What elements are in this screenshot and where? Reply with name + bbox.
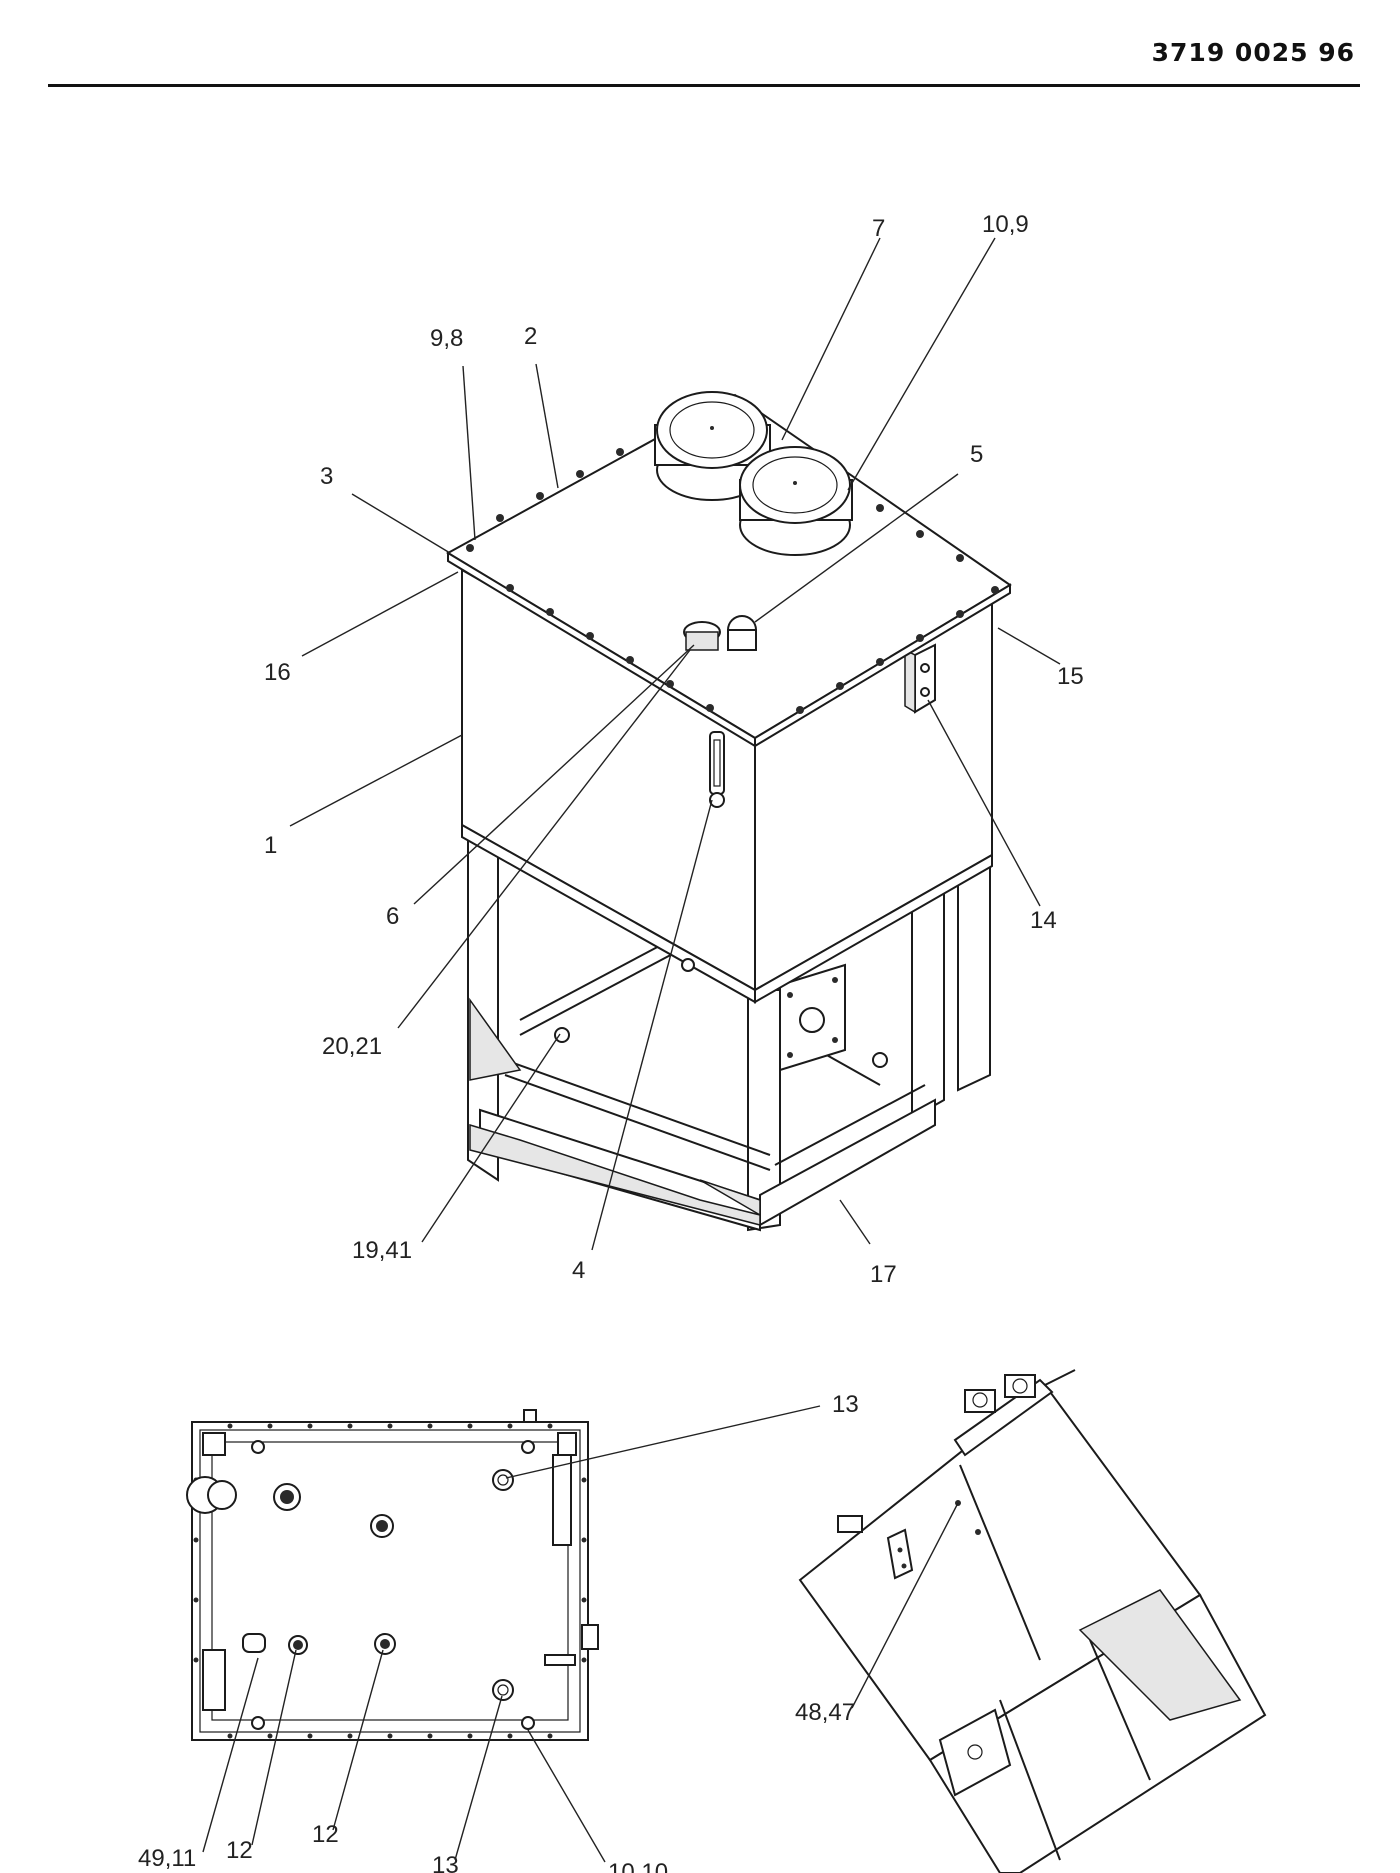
callout-10-10: 10,10 <box>608 1859 668 1873</box>
callout-17: 17 <box>870 1261 897 1288</box>
tilted-view-leaders <box>851 1502 959 1709</box>
callout-10-9: 10,9 <box>982 211 1029 238</box>
callout-12-left: 12 <box>226 1837 253 1864</box>
callout-13-bottom: 13 <box>432 1852 459 1873</box>
callout-12-right: 12 <box>312 1821 339 1848</box>
plan-view: 13 49,11 12 12 13 10,10 <box>138 1391 859 1873</box>
document-number: 3719 0025 96 <box>1151 38 1355 67</box>
callout-15: 15 <box>1057 663 1084 690</box>
callout-4: 4 <box>572 1257 585 1284</box>
callout-48-47: 48,47 <box>795 1699 855 1726</box>
tank-body <box>461 568 993 1004</box>
callout-6: 6 <box>386 903 399 930</box>
callout-3: 3 <box>320 463 333 490</box>
callout-14: 14 <box>1030 907 1057 934</box>
callout-19-41: 19,41 <box>352 1237 412 1264</box>
main-view-leaders <box>289 237 1061 1251</box>
main-isometric-view: 7 10,9 9,8 2 5 3 16 15 1 6 14 20,21 19,4… <box>264 211 1084 1288</box>
plan-view-leaders <box>202 1405 821 1863</box>
callout-16: 16 <box>264 659 291 686</box>
tank-cover <box>445 393 1012 748</box>
callout-5: 5 <box>970 441 983 468</box>
tilted-view: 48,47 <box>795 1369 1267 1873</box>
header-rule <box>48 84 1360 87</box>
callout-2: 2 <box>524 323 537 350</box>
callout-7: 7 <box>872 215 885 242</box>
callout-49-11: 49,11 <box>138 1845 196 1872</box>
callout-13-top: 13 <box>832 1391 859 1418</box>
callout-20-21: 20,21 <box>322 1033 382 1060</box>
callout-1: 1 <box>264 832 277 859</box>
pump-flanges <box>654 391 853 556</box>
callout-9-8: 9,8 <box>430 325 463 352</box>
